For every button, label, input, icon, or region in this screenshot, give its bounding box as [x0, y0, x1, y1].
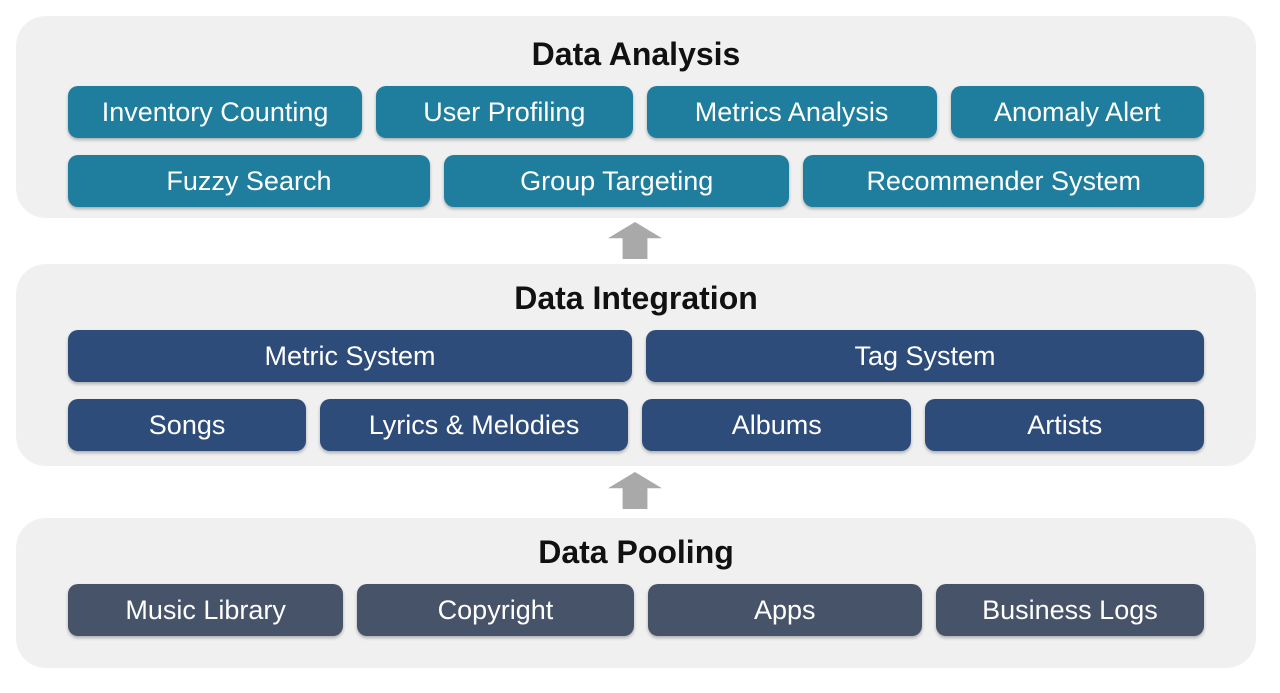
- node-recommender-system: Recommender System: [803, 155, 1204, 207]
- layer-data-analysis: Data Analysis Inventory Counting User Pr…: [16, 16, 1256, 218]
- node-fuzzy-search: Fuzzy Search: [68, 155, 430, 207]
- node-tag-system: Tag System: [646, 330, 1204, 382]
- node-metric-system: Metric System: [68, 330, 633, 382]
- node-business-logs: Business Logs: [935, 584, 1204, 636]
- node-songs: Songs: [68, 399, 307, 451]
- layer-title-data-pooling: Data Pooling: [538, 534, 734, 570]
- node-lyrics-melodies: Lyrics & Melodies: [320, 399, 628, 451]
- node-artists: Artists: [925, 399, 1204, 451]
- node-albums: Albums: [641, 399, 912, 451]
- analysis-row-1: Inventory Counting User Profiling Metric…: [68, 86, 1204, 138]
- layer-data-integration: Data Integration Metric System Tag Syste…: [16, 264, 1256, 466]
- node-group-targeting: Group Targeting: [443, 155, 790, 207]
- up-arrow-icon: [608, 222, 662, 259]
- node-copyright: Copyright: [357, 584, 634, 636]
- layer-title-data-integration: Data Integration: [514, 280, 758, 316]
- layer-title-data-analysis: Data Analysis: [531, 36, 741, 72]
- layer-data-pooling: Data Pooling Music Library Copyright App…: [16, 518, 1256, 668]
- pooling-row-1: Music Library Copyright Apps Business Lo…: [68, 584, 1204, 636]
- node-music-library: Music Library: [68, 584, 344, 636]
- up-arrow-icon: [608, 472, 662, 509]
- integration-row-2: Songs Lyrics & Melodies Albums Artists: [68, 399, 1204, 451]
- node-anomaly-alert: Anomaly Alert: [950, 86, 1204, 138]
- node-inventory-counting: Inventory Counting: [68, 86, 363, 138]
- integration-row-1: Metric System Tag System: [68, 330, 1204, 382]
- analysis-row-2: Fuzzy Search Group Targeting Recommender…: [68, 155, 1204, 207]
- node-metrics-analysis: Metrics Analysis: [646, 86, 937, 138]
- node-user-profiling: User Profiling: [376, 86, 633, 138]
- node-apps: Apps: [647, 584, 922, 636]
